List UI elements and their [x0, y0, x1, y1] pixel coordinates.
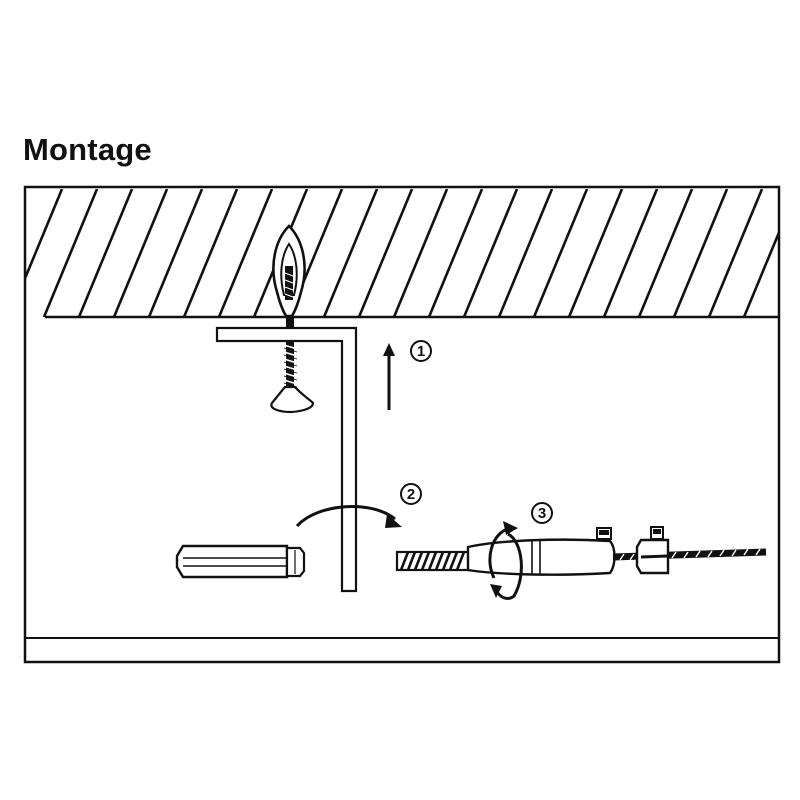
- step-3-marker: 3: [531, 502, 553, 524]
- grip-handle-icon: [175, 544, 306, 579]
- diagram-frame: [23, 185, 781, 664]
- page-title: Montage: [23, 132, 152, 167]
- step-1-arrow: [383, 343, 395, 410]
- cable-clamp-icon: [635, 526, 670, 575]
- screw-icon: [270, 316, 315, 414]
- step-2-marker: 2: [400, 483, 422, 505]
- l-bracket: [215, 326, 358, 593]
- step-1-marker: 1: [410, 340, 432, 362]
- step-1-number: 1: [417, 343, 425, 360]
- ceiling-hatching: [25, 189, 779, 317]
- step-3-arrow: [488, 521, 523, 600]
- threaded-rod-icon: [395, 550, 471, 572]
- wall-plug-icon: [272, 224, 306, 318]
- step-2-arrow: [295, 505, 402, 528]
- step-2-number: 2: [407, 486, 415, 503]
- step-3-number: 3: [538, 505, 546, 522]
